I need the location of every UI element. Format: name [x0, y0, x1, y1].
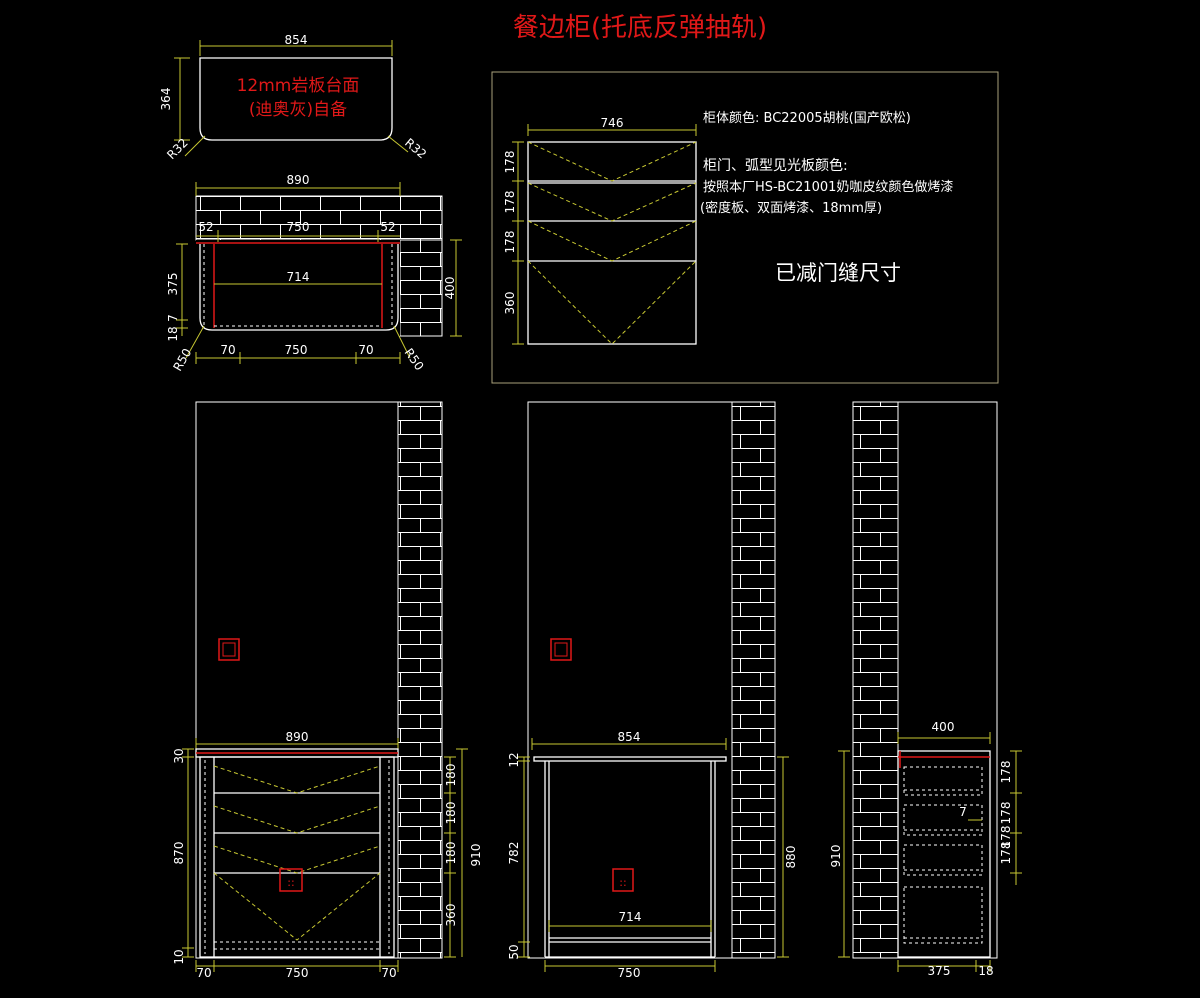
- inner-top-12: 12: [507, 752, 521, 767]
- front-drawer-1: 180: [444, 764, 458, 787]
- plan-inner-width: 714: [287, 270, 310, 284]
- stone-material-line2: (迪奥灰)自备: [249, 100, 347, 120]
- inner-width-label: 854: [618, 730, 641, 744]
- plan-depth-375: 375: [166, 273, 180, 296]
- stone-radius-right: R32: [402, 136, 429, 162]
- front-total-910: 910: [469, 844, 483, 867]
- plan-top-right: 52: [380, 220, 395, 234]
- side-gap-7: 7: [959, 805, 967, 819]
- plan-bot-right: 70: [358, 343, 373, 357]
- plan-bot-left: 70: [220, 343, 235, 357]
- front-width-label: 890: [286, 730, 309, 744]
- front-bot-left: 70: [196, 966, 211, 980]
- side-bot-375: 375: [928, 964, 951, 978]
- side-h4: 178: [999, 842, 1013, 865]
- inner-width-714: 714: [619, 910, 642, 924]
- front-bot-right: 70: [381, 966, 396, 980]
- front-drawer-2: 180: [444, 802, 458, 825]
- plan-depth-18: 18: [166, 326, 180, 341]
- note-gap: 已减门缝尺寸: [775, 261, 901, 285]
- door-width-label: 746: [601, 116, 624, 130]
- stone-depth-label: 364: [159, 88, 173, 111]
- front-base-10: 10: [172, 949, 186, 964]
- plan-radius-right: R50: [402, 346, 427, 373]
- side-h3: 178: [999, 826, 1013, 849]
- plan-overall-width: 890: [287, 173, 310, 187]
- door-h2: 178: [503, 191, 517, 214]
- inner-total-880: 880: [784, 846, 798, 869]
- svg-text:::: ::: [287, 876, 294, 889]
- side-depth-label: 400: [932, 720, 955, 734]
- stone-top-view: 854 364 R32 R32 12mm岩板台面 (迪奥灰)自备: [159, 33, 429, 162]
- door-panel-frame: 746 178 178 178 360 柜体颜色: BC22005胡桃(国产欧松…: [491, 71, 999, 384]
- inner-elevation: 854 :: 714 12 782 50 880 750: [507, 401, 798, 980]
- front-bot-mid: 750: [286, 966, 309, 980]
- side-h1: 178: [999, 761, 1013, 784]
- drawing-title: 餐边柜(托底反弹抽轨): [513, 13, 767, 43]
- door-h4: 360: [503, 292, 517, 315]
- inner-bottom-750: 750: [618, 966, 641, 980]
- plan-depth-7: 7: [166, 314, 180, 322]
- plan-bot-mid: 750: [285, 343, 308, 357]
- front-drawer-4: 360: [444, 904, 458, 927]
- svg-text:::: ::: [619, 876, 626, 889]
- front-elevation: 890 :: 30 870 10 180 180 180: [172, 401, 483, 980]
- front-top-30: 30: [172, 748, 186, 763]
- side-elevation: 400 7 910 178 178 178 178 375 18: [829, 401, 1022, 978]
- note-cabinet-color: 柜体颜色: BC22005胡桃(国产欧松): [703, 110, 911, 126]
- side-bot-18: 18: [978, 964, 993, 978]
- note-door-color-label: 柜门、弧型见光板颜色:: [703, 157, 848, 174]
- stone-width-label: 854: [285, 33, 308, 47]
- door-h3: 178: [503, 231, 517, 254]
- side-total-910: 910: [829, 845, 843, 868]
- front-body-870: 870: [172, 842, 186, 865]
- front-drawer-3: 180: [444, 842, 458, 865]
- plan-top-mid: 750: [287, 220, 310, 234]
- plan-top-left: 52: [198, 220, 213, 234]
- inner-body-782: 782: [507, 842, 521, 865]
- inner-base-50: 50: [507, 944, 521, 959]
- note-door-color-line2: (密度板、双面烤漆、18mm厚): [700, 200, 882, 216]
- plan-depth-400: 400: [443, 277, 457, 300]
- note-door-color-line1: 按照本厂HS-BC21001奶咖皮纹颜色做烤漆: [703, 179, 953, 195]
- plan-view: 890 52 750 52 714 375 7 18 400 70 750 70: [166, 173, 462, 374]
- side-h2: 178: [999, 802, 1013, 825]
- stone-material-line1: 12mm岩板台面: [237, 76, 360, 96]
- door-h1: 178: [503, 151, 517, 174]
